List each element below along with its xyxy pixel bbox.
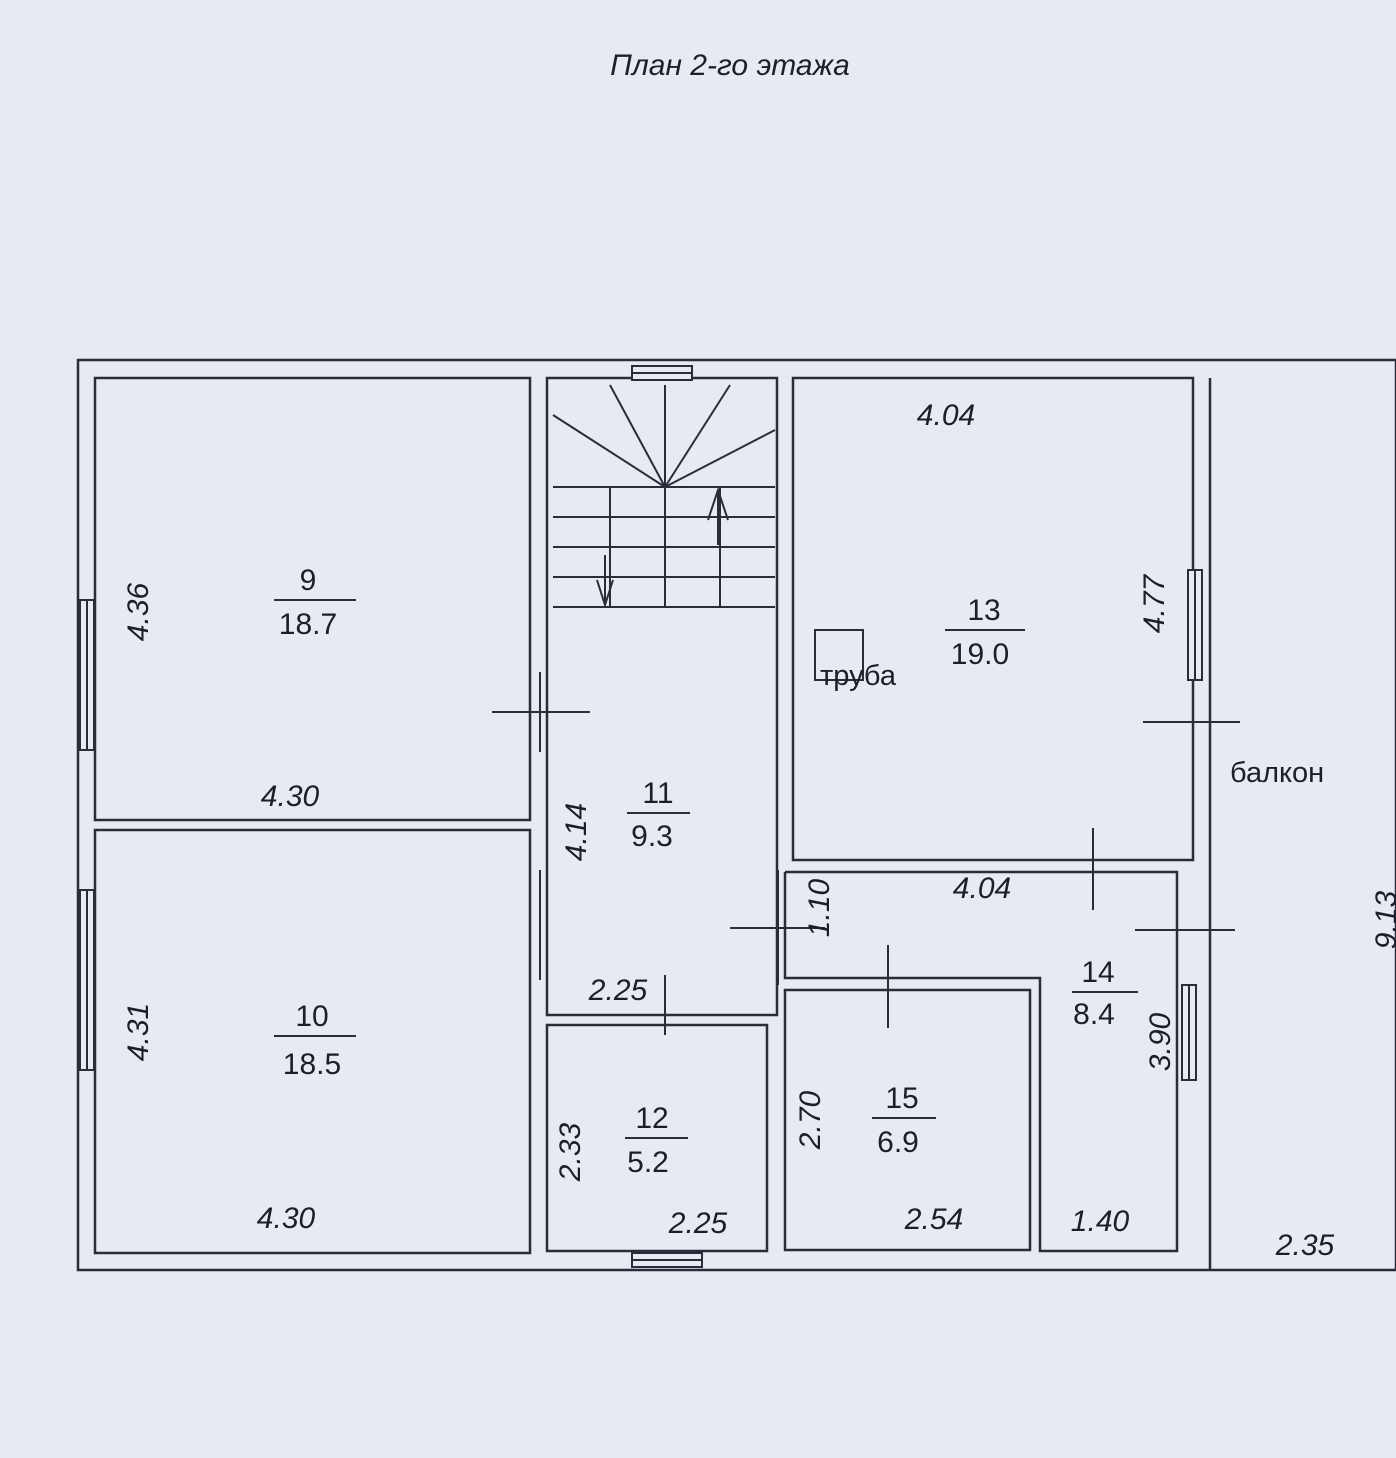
dim-corridor-height: 1.10 bbox=[803, 878, 836, 937]
room-10-area: 18.5 bbox=[283, 1048, 341, 1081]
room-14-outline bbox=[783, 870, 1179, 1253]
room-15-number: 15 bbox=[885, 1082, 918, 1115]
dim-r14-bottom: 1.40 bbox=[1071, 1205, 1130, 1238]
room-11-area: 9.3 bbox=[631, 820, 673, 853]
dim-r13-width: 4.04 bbox=[917, 399, 975, 432]
room-9-area: 18.7 bbox=[279, 608, 337, 641]
dim-r10-width: 4.30 bbox=[257, 1202, 316, 1235]
dim-r9-width: 4.30 bbox=[261, 780, 320, 813]
room-12-number: 12 bbox=[635, 1102, 668, 1135]
dim-r14-height: 3.90 bbox=[1144, 1012, 1177, 1071]
pipe-label: труба bbox=[820, 660, 897, 692]
room-14-number: 14 bbox=[1081, 956, 1114, 989]
outer-wall bbox=[76, 358, 1396, 1272]
dim-r15-width: 2.54 bbox=[904, 1203, 963, 1236]
room-13-number: 13 bbox=[967, 594, 1000, 627]
room-11-number: 11 bbox=[642, 777, 673, 810]
doors bbox=[492, 672, 1240, 1035]
room-15-area: 6.9 bbox=[877, 1126, 919, 1159]
room-12-area: 5.2 bbox=[627, 1146, 669, 1179]
pipe-box bbox=[814, 629, 864, 681]
balcony-label: балкон bbox=[1230, 757, 1324, 789]
dim-r11-width: 2.25 bbox=[588, 974, 648, 1007]
dim-r11-height: 4.14 bbox=[560, 803, 593, 861]
room-15-outline bbox=[783, 988, 1032, 1252]
room-14-area: 8.4 bbox=[1073, 998, 1115, 1031]
staircase bbox=[552, 384, 776, 609]
room-13-area: 19.0 bbox=[951, 638, 1009, 671]
dim-r9-height: 4.36 bbox=[122, 582, 155, 641]
windows bbox=[79, 365, 1203, 1268]
room-10-number: 10 bbox=[295, 1000, 328, 1033]
plan-title: План 2-го этажа bbox=[610, 49, 850, 82]
dim-r15-height: 2.70 bbox=[794, 1090, 827, 1150]
area-rules bbox=[274, 599, 1138, 1139]
dim-r13-height: 4.77 bbox=[1138, 573, 1171, 633]
dim-r14-width: 4.04 bbox=[953, 872, 1011, 905]
dim-balcony-length: 9.13 bbox=[1370, 890, 1396, 949]
dim-balcony-width: 2.35 bbox=[1275, 1229, 1335, 1262]
dim-r10-height: 4.31 bbox=[122, 1003, 155, 1061]
dim-r12-height: 2.33 bbox=[554, 1122, 587, 1182]
room-12-outline bbox=[545, 1023, 769, 1253]
room-9-number: 9 bbox=[300, 564, 317, 597]
dim-r12-width: 2.25 bbox=[668, 1207, 728, 1240]
